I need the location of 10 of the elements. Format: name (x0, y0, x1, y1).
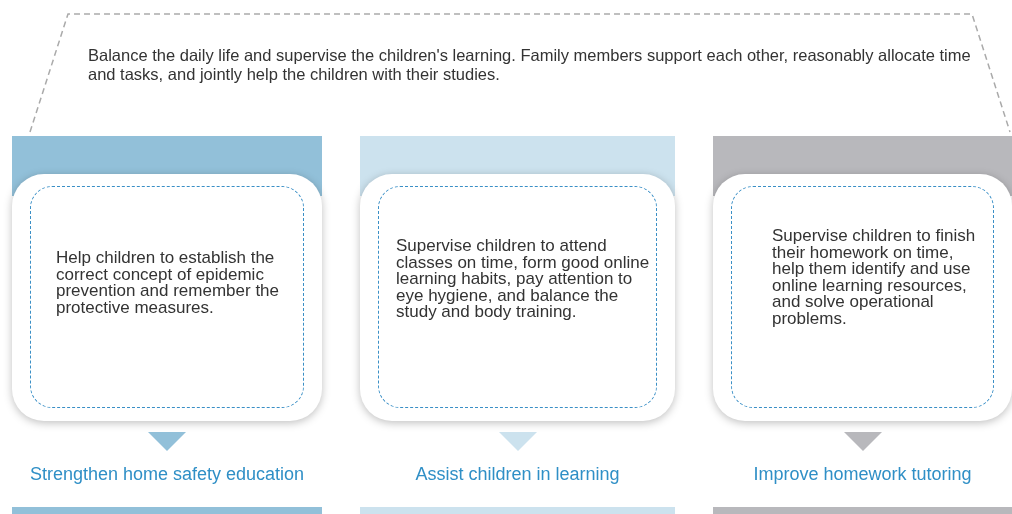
column-title: Strengthen home safety education (28, 464, 306, 485)
content-card (713, 174, 1012, 421)
column-title: Improve homework tutoring (752, 464, 973, 485)
column-title: Assist children in learning (414, 464, 621, 485)
content-card (12, 174, 322, 421)
description-text: Supervise children to finish their homework on time, help them identify and use online learning resources, and solve operational problems. (772, 228, 977, 327)
description-text: Supervise children to attend classes on time, form good online learning habits, pay attention to eye hygiene, and balance the study and body training. (396, 238, 651, 321)
content-card (360, 174, 675, 421)
summary-text: Balance the daily life and supervise the children's learning. Family members support each other, reasonably allocate time and tasks, and jointly help the children with their studies. (88, 46, 972, 84)
description-text: Help children to establish the correct concept of epidemic prevention and remember the protective measures. (56, 250, 281, 316)
